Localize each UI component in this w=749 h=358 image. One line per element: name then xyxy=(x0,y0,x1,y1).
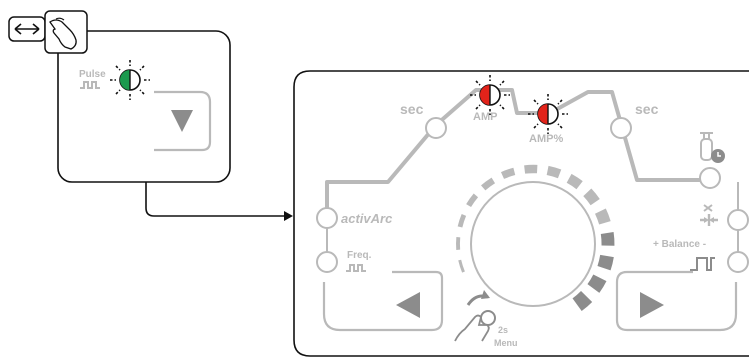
left-panel: Pulse xyxy=(8,10,231,183)
freq-pulse-icon xyxy=(346,264,366,272)
gas-cylinder-clock-icon xyxy=(700,132,725,163)
knob-scale-segment xyxy=(466,193,479,208)
freq-label: Freq. xyxy=(347,250,372,261)
left-button[interactable] xyxy=(322,270,444,332)
knob-scale-segment xyxy=(546,165,562,179)
knob-scale-segment xyxy=(583,188,600,206)
knob-scale-segment xyxy=(594,208,611,225)
main-panel: sec sec AMP AMP% xyxy=(293,70,749,357)
gas-point[interactable] xyxy=(699,167,721,189)
left-panel-frame xyxy=(57,30,231,183)
knob-scale-segment xyxy=(457,213,467,228)
knob-scale-segment xyxy=(587,274,607,293)
hand-rotate-menu-icon xyxy=(454,290,496,342)
activarc-label: activArc xyxy=(341,211,393,226)
sec-right-point[interactable] xyxy=(610,117,632,139)
sec-left-label: sec xyxy=(400,101,424,117)
pulse-led-green xyxy=(110,60,150,100)
knob-scale-segment xyxy=(500,167,516,179)
knob-scale-segment xyxy=(572,290,593,312)
amp-led-red xyxy=(470,75,510,115)
knob-scale-segment xyxy=(458,259,465,273)
knob-scale-segment xyxy=(524,164,538,174)
torch-cooling-icon xyxy=(700,204,718,226)
down-button[interactable] xyxy=(154,90,212,152)
sec-left-point[interactable] xyxy=(425,117,447,139)
balance-wave-icon xyxy=(690,257,715,271)
triangle-right-icon xyxy=(640,292,664,318)
pulse-wave-icon xyxy=(80,81,100,89)
right-button[interactable] xyxy=(615,270,738,332)
horizontal-double-arrow-icon xyxy=(8,16,46,42)
main-knob[interactable] xyxy=(470,181,596,307)
torch-point[interactable] xyxy=(727,209,749,231)
freq-point[interactable] xyxy=(316,251,338,273)
knob-scale-segment xyxy=(597,254,614,271)
amp-label: AMP xyxy=(473,111,497,123)
hand-press-icon xyxy=(44,10,88,54)
balance-point[interactable] xyxy=(727,251,749,273)
amp-percent-led-red xyxy=(528,94,568,134)
knob-scale-segment xyxy=(566,173,583,190)
sec-right-label: sec xyxy=(635,101,659,117)
pulse-label: Pulse xyxy=(79,69,106,80)
triangle-down-icon xyxy=(171,110,193,132)
menu-hold-label: 2s xyxy=(498,325,508,335)
knob-scale-segment xyxy=(600,232,615,246)
menu-label: Menu xyxy=(494,338,518,348)
activarc-point[interactable] xyxy=(316,207,338,229)
connector-arrow xyxy=(145,182,293,221)
knob-scale xyxy=(456,164,615,312)
amp-percent-label: AMP% xyxy=(529,133,563,145)
sequence-line xyxy=(325,88,711,218)
balance-label: + Balance - xyxy=(653,239,706,250)
knob-scale-segment xyxy=(481,177,496,191)
triangle-left-icon xyxy=(396,292,420,318)
